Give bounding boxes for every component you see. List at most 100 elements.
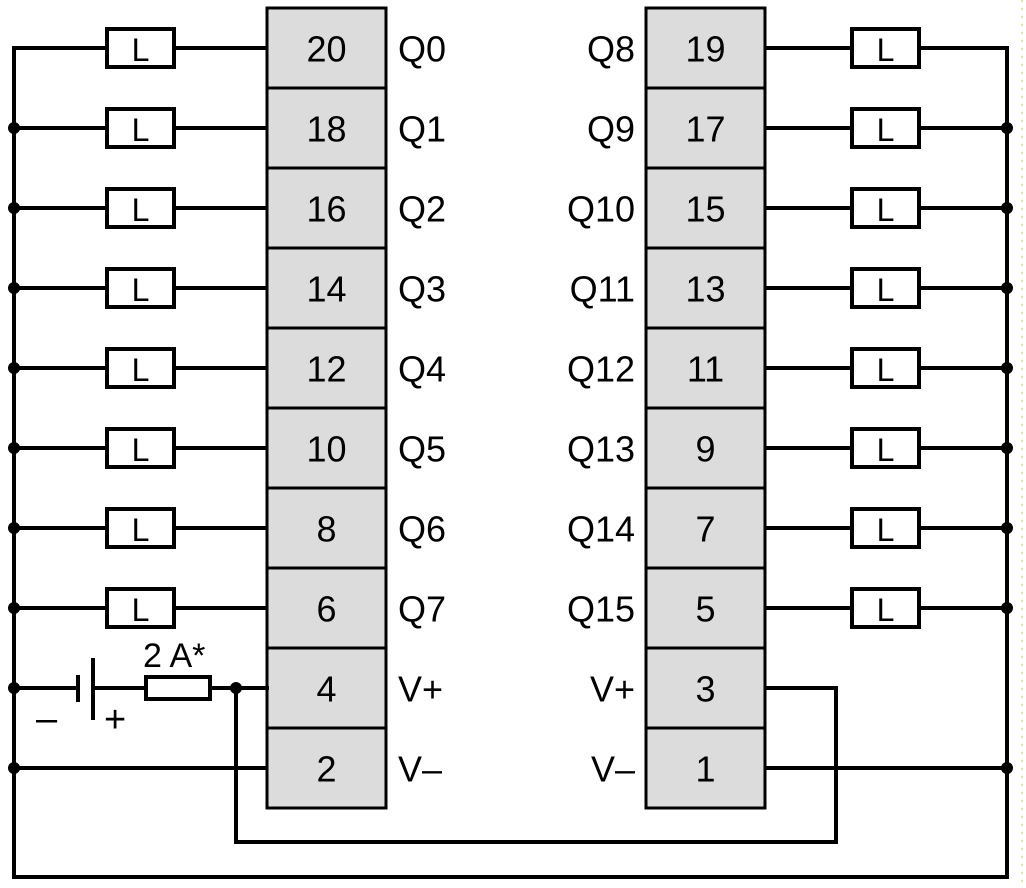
battery-plus-sign: +: [104, 699, 126, 741]
terminal-cell: [265, 326, 388, 410]
load-label: L: [132, 512, 150, 548]
wires: [8, 46, 1013, 879]
terminal-cell: [265, 86, 388, 170]
load-label: L: [877, 432, 895, 468]
terminal-cell: [265, 166, 388, 250]
signal-label: Q9: [587, 109, 635, 150]
terminal-cell: [265, 726, 388, 810]
terminal-number: 11: [687, 349, 724, 390]
terminal-row: 14 Q3: [265, 246, 446, 330]
signal-label: V–: [398, 749, 442, 790]
terminal-row: 5 Q15: [567, 566, 767, 650]
terminal-cell: [644, 726, 767, 810]
terminal-number: 6: [316, 589, 336, 630]
terminal-cell: [265, 566, 388, 650]
load-label: L: [132, 32, 150, 68]
terminal-number: 15: [685, 189, 725, 230]
terminal-cell: [644, 486, 767, 570]
terminal-number: 5: [695, 589, 715, 630]
load-box: [105, 187, 176, 229]
terminal-cell: [265, 6, 388, 90]
load: L: [850, 347, 921, 389]
terminal-row: 8 Q6: [265, 486, 446, 570]
load-label: L: [132, 272, 150, 308]
signal-label: Q6: [398, 509, 446, 550]
load-label: L: [132, 352, 150, 388]
signal-label: Q10: [567, 189, 635, 230]
terminal-number: 7: [695, 509, 715, 550]
signal-label: Q13: [567, 429, 635, 470]
junction-dot: [1001, 762, 1013, 774]
terminal-row: 13 Q11: [570, 246, 767, 330]
signal-label: Q15: [567, 589, 635, 630]
signal-label: Q7: [398, 589, 446, 630]
load: L: [105, 107, 176, 149]
load: L: [105, 427, 176, 469]
terminal-number: 14: [306, 269, 346, 310]
load: L: [850, 587, 921, 629]
load-label: L: [132, 432, 150, 468]
terminal-cell: [644, 326, 767, 410]
terminal-cell: [644, 6, 767, 90]
terminal-number: 13: [685, 269, 725, 310]
load-box: [105, 107, 176, 149]
signal-label: Q8: [587, 29, 635, 70]
load-box: [850, 587, 921, 629]
terminal-number: 9: [695, 429, 715, 470]
terminal-number: 4: [316, 669, 336, 710]
terminal-number: 8: [316, 509, 336, 550]
signal-label: V–: [591, 749, 635, 790]
terminal-number: 1: [695, 749, 715, 790]
load-box: [850, 347, 921, 389]
terminal-number: 2: [316, 749, 336, 790]
load-box: [850, 507, 921, 549]
load: L: [850, 187, 921, 229]
load-box: [105, 27, 176, 69]
signal-label: Q11: [570, 269, 635, 310]
terminal-cell: [265, 646, 388, 730]
load: L: [850, 507, 921, 549]
terminal-cell: [644, 86, 767, 170]
terminal-cell: [644, 646, 767, 730]
load-box: [850, 107, 921, 149]
load-box: [105, 427, 176, 469]
terminal-row: 15 Q10: [567, 166, 767, 250]
power-supply: 2 A* – +: [12, 637, 269, 741]
signal-label: Q14: [567, 509, 635, 550]
terminal-number: 18: [306, 109, 346, 150]
terminal-cell: [265, 406, 388, 490]
signal-label: V+: [398, 669, 443, 710]
terminal-row: 2 V–: [265, 726, 442, 810]
signal-label: Q5: [398, 429, 446, 470]
terminal-row: 18 Q1: [265, 86, 446, 170]
load: L: [850, 107, 921, 149]
terminal-number: 12: [306, 349, 346, 390]
load-box: [105, 507, 176, 549]
load: L: [105, 347, 176, 389]
terminal-row: 7 Q14: [567, 486, 767, 570]
load: L: [105, 507, 176, 549]
load-box: [850, 27, 921, 69]
load-box: [105, 347, 176, 389]
load: L: [850, 27, 921, 69]
load: L: [105, 267, 176, 309]
fuse-label: 2 A*: [143, 637, 205, 675]
terminal-number: 19: [685, 29, 725, 70]
terminal-row: 1 V–: [591, 726, 767, 810]
terminal-cell: [265, 246, 388, 330]
signal-label: V+: [590, 669, 635, 710]
terminal-row: 4 V+: [265, 646, 443, 730]
load: L: [105, 187, 176, 229]
signal-label: Q1: [398, 109, 446, 150]
signal-label: Q3: [398, 269, 446, 310]
load-label: L: [877, 512, 895, 548]
load-label: L: [132, 192, 150, 228]
terminal-row: 3V+: [590, 646, 767, 730]
load-label: L: [132, 592, 150, 628]
battery-minus-sign: –: [36, 698, 58, 740]
load: L: [105, 27, 176, 69]
